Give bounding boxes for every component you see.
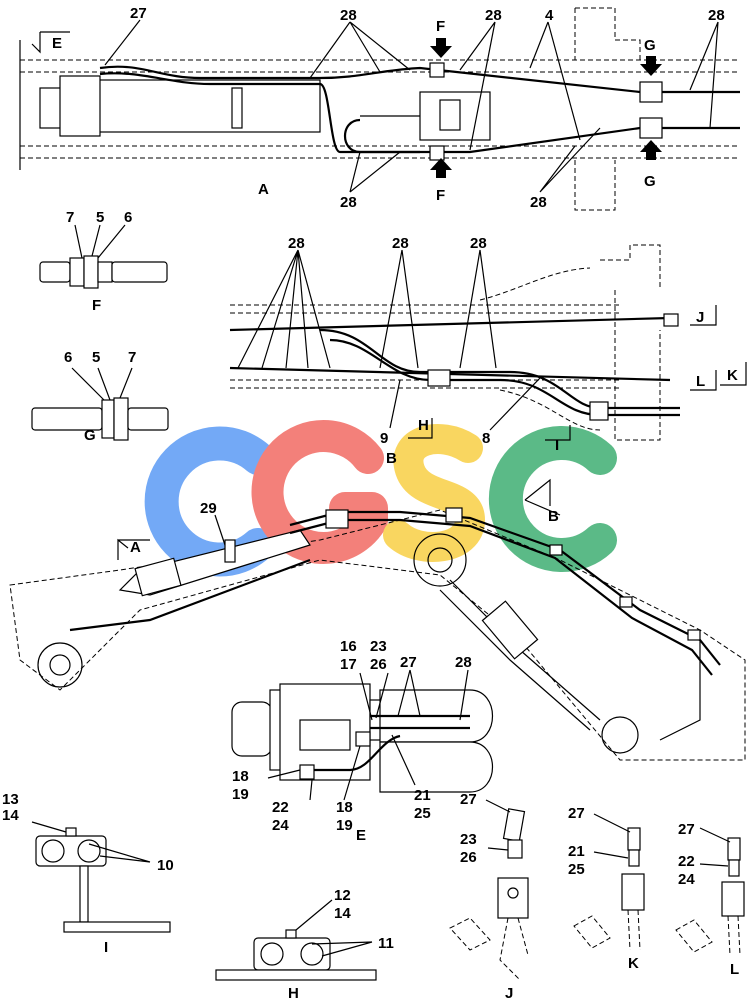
view-i-clamp bbox=[31, 821, 171, 933]
section-mark-a-arrow: A bbox=[130, 539, 141, 556]
section-mark-e-top: E bbox=[52, 35, 62, 52]
callout-h-14: 14 bbox=[334, 905, 351, 922]
callout-f-7: 7 bbox=[66, 209, 74, 226]
callout-k-25: 25 bbox=[568, 861, 585, 878]
arrow-f-top bbox=[430, 38, 452, 58]
callout-g-7: 7 bbox=[128, 349, 136, 366]
callout-b-8: 8 bbox=[482, 430, 490, 447]
callout-e-19a: 19 bbox=[232, 786, 249, 803]
callout-e-18a: 18 bbox=[232, 768, 249, 785]
view-h-clamp bbox=[215, 899, 377, 981]
section-mark-l-arrow: L bbox=[696, 373, 705, 390]
callout-k-27: 27 bbox=[568, 805, 585, 822]
callout-j-23: 23 bbox=[460, 831, 477, 848]
view-a-assembly bbox=[19, 7, 740, 211]
view-l-detail bbox=[675, 827, 745, 956]
section-mark-k-arrow: K bbox=[727, 367, 738, 384]
callout-28-a5: 28 bbox=[530, 194, 547, 211]
section-mark-g-top: G bbox=[644, 37, 656, 54]
callout-28-a4: 28 bbox=[340, 194, 357, 211]
callout-j-27: 27 bbox=[460, 791, 477, 808]
callout-i-13: 13 bbox=[2, 791, 19, 808]
callout-g-5: 5 bbox=[92, 349, 100, 366]
callout-b-9: 9 bbox=[380, 430, 388, 447]
callout-g-6: 6 bbox=[64, 349, 72, 366]
callout-4: 4 bbox=[545, 7, 554, 24]
callout-b-28-3: 28 bbox=[470, 235, 487, 252]
section-mark-f-top: F bbox=[436, 18, 445, 35]
watermark-s bbox=[383, 424, 486, 562]
view-label-b: B bbox=[386, 450, 397, 467]
view-label-j: J bbox=[505, 985, 513, 1000]
callout-i-14: 14 bbox=[2, 807, 19, 824]
section-mark-j-arrow: J bbox=[696, 309, 704, 326]
view-b-assembly bbox=[229, 244, 747, 441]
callout-29: 29 bbox=[200, 500, 217, 517]
boom-assembly bbox=[9, 478, 746, 761]
callout-l-27: 27 bbox=[678, 821, 695, 838]
view-label-e: E bbox=[356, 827, 366, 844]
callout-28-a2: 28 bbox=[485, 7, 502, 24]
callout-i-10: 10 bbox=[157, 857, 174, 874]
callout-h-11: 11 bbox=[378, 935, 394, 952]
view-g-detail bbox=[31, 367, 169, 441]
callout-28-a1: 28 bbox=[340, 7, 357, 24]
section-mark-h-arrow: H bbox=[418, 417, 429, 434]
callout-k-21: 21 bbox=[568, 843, 585, 860]
watermark-g bbox=[251, 420, 388, 564]
view-label-k: K bbox=[628, 955, 639, 972]
callout-e-17: 17 bbox=[340, 656, 357, 673]
callout-e-26: 26 bbox=[370, 656, 387, 673]
section-mark-i-arrow: I bbox=[555, 437, 559, 454]
view-e-detail bbox=[231, 669, 493, 801]
callout-e-28: 28 bbox=[455, 654, 472, 671]
view-label-h: H bbox=[288, 985, 299, 1000]
callout-e-16: 16 bbox=[340, 638, 357, 655]
section-mark-g-bottom: G bbox=[644, 173, 656, 190]
section-mark-b-arrow: B bbox=[548, 508, 559, 525]
callout-f-5: 5 bbox=[96, 209, 104, 226]
callout-j-26: 26 bbox=[460, 849, 477, 866]
view-label-f: F bbox=[92, 297, 101, 314]
callout-e-23: 23 bbox=[370, 638, 387, 655]
callout-e-27: 27 bbox=[400, 654, 417, 671]
callout-e-19b: 19 bbox=[336, 817, 353, 834]
callout-l-22: 22 bbox=[678, 853, 695, 870]
view-label-g: G bbox=[84, 427, 96, 444]
view-label-i: I bbox=[104, 939, 108, 956]
callout-27-top: 27 bbox=[130, 5, 147, 22]
callout-e-25: 25 bbox=[414, 805, 431, 822]
watermark-c2 bbox=[488, 426, 617, 572]
callout-b-28-2: 28 bbox=[392, 235, 409, 252]
arrow-g-bottom bbox=[640, 140, 662, 160]
callout-f-6: 6 bbox=[124, 209, 132, 226]
callout-e-22: 22 bbox=[272, 799, 289, 816]
view-j-detail bbox=[449, 799, 529, 981]
callout-b-28-1: 28 bbox=[288, 235, 305, 252]
view-f-detail bbox=[39, 224, 168, 289]
arrow-g-top bbox=[640, 56, 662, 76]
view-k-detail bbox=[573, 813, 645, 951]
callout-e-18b: 18 bbox=[336, 799, 353, 816]
callout-28-a3: 28 bbox=[708, 7, 725, 24]
arrow-f-bottom bbox=[430, 158, 452, 178]
callout-l-24: 24 bbox=[678, 871, 695, 888]
view-label-a: A bbox=[258, 181, 269, 198]
callout-e-24: 24 bbox=[272, 817, 289, 834]
view-label-l: L bbox=[730, 961, 739, 978]
callout-e-21: 21 bbox=[414, 787, 431, 804]
callout-h-12: 12 bbox=[334, 887, 351, 904]
section-mark-f-bottom: F bbox=[436, 187, 445, 204]
